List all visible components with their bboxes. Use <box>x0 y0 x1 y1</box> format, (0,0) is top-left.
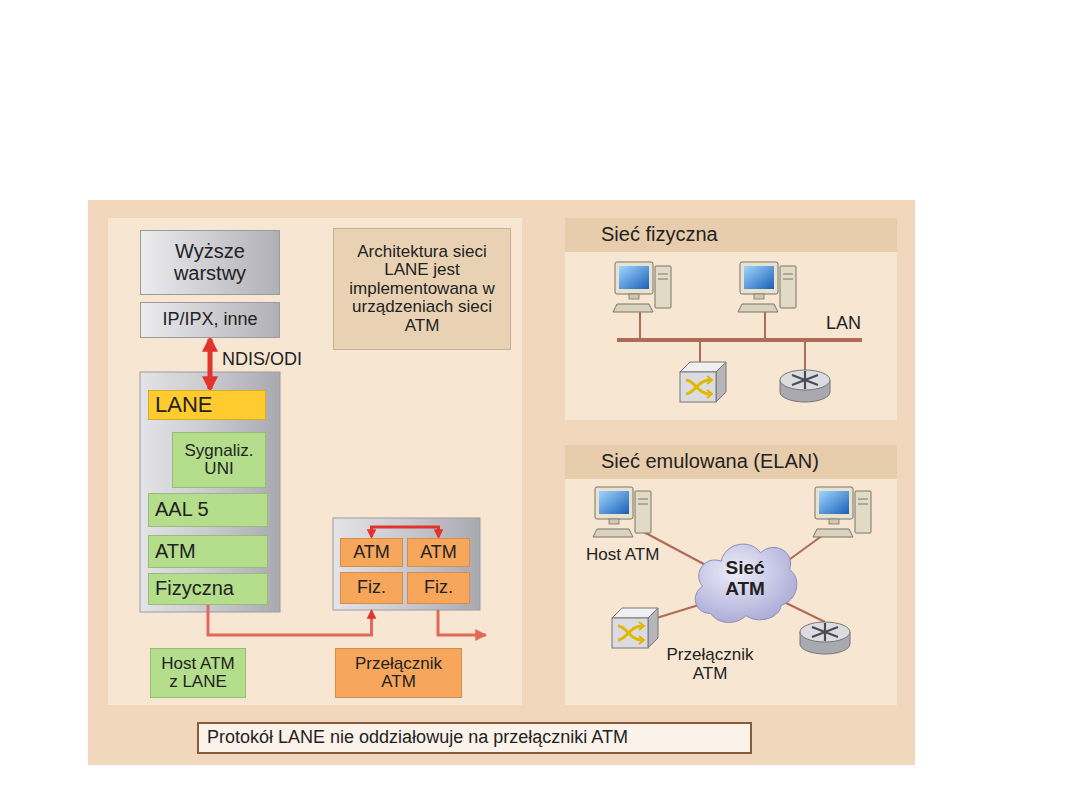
interface-label: NDIS/ODI <box>222 350 302 370</box>
atm-cloud: Sieć ATM <box>688 532 802 626</box>
box-text: ATM <box>155 541 261 563</box>
box-text: Przełącznik ATM <box>342 655 455 692</box>
drop-line <box>764 312 766 340</box>
box-text: Host ATM z LANE <box>157 655 239 692</box>
network-label: LAN <box>826 314 876 334</box>
layer-box: ATM <box>148 535 268 568</box>
lan-bus <box>617 338 862 342</box>
layer-box: Fizyczna <box>148 573 268 605</box>
lane-layer: LANE <box>148 390 266 420</box>
signalling-layer: Sygnaliz. UNI <box>172 432 266 488</box>
caption-box: Protokół LANE nie oddziałowuje na przełą… <box>197 722 752 754</box>
switch-stack-box <box>333 518 480 610</box>
drop-line <box>639 312 641 340</box>
cloud-label: Sieć ATM <box>704 558 786 599</box>
switch-layer: Fiz. <box>407 572 470 604</box>
box-text: Fizyczna <box>155 578 261 600</box>
router-icon <box>780 370 830 402</box>
note-box: Architektura sieci LANE jest implementow… <box>333 228 511 350</box>
computer-icon <box>738 262 796 312</box>
switch-layer: Fiz. <box>340 572 403 604</box>
box-text: Fiz. <box>414 578 463 597</box>
drop-line <box>804 340 806 372</box>
box-text: Architektura sieci LANE jest implementow… <box>340 243 504 335</box>
box-text: Sygnaliz. UNI <box>179 442 259 479</box>
box-text: ATM <box>414 543 463 562</box>
box-text: LANE <box>155 393 259 417</box>
switch-icon <box>680 362 726 402</box>
switch-layer: ATM <box>340 538 403 567</box>
host-stack-box <box>140 372 280 612</box>
connector-arrow <box>372 527 439 537</box>
box-text: AAL 5 <box>155 499 261 521</box>
panel-heading: Sieć fizyczna <box>565 218 897 252</box>
box-text: Wyższe warstwy <box>147 241 273 284</box>
connector-arrow <box>208 605 372 635</box>
switch-layer: ATM <box>407 538 470 567</box>
layer-box: Wyższe warstwy <box>140 230 280 295</box>
computer-icon <box>613 262 671 312</box>
outgoing-line <box>438 610 486 635</box>
connector-arrow <box>208 339 213 389</box>
box-text: Fiz. <box>347 578 396 597</box>
outer-panel <box>88 200 915 765</box>
network-label: Host ATM <box>586 546 676 565</box>
elan-panel-ground <box>565 445 897 705</box>
router-icon <box>800 622 850 654</box>
network-panel: Sieć ATM Sieć emulowana (ELAN) <box>565 445 897 705</box>
device-label-box: Przełącznik ATM <box>335 648 462 698</box>
cloud-shape <box>695 544 797 622</box>
layer-box: AAL 5 <box>148 493 268 527</box>
switch-icon <box>612 608 658 648</box>
physical-panel-ground <box>565 218 897 420</box>
computer-icon <box>813 487 871 537</box>
computer-icon <box>593 487 651 537</box>
box-text: IP/IPX, inne <box>147 310 273 329</box>
network-label: Przełącznik ATM <box>662 646 758 683</box>
panel-heading: Sieć emulowana (ELAN) <box>565 445 897 479</box>
device-label-box: Host ATM z LANE <box>150 648 246 698</box>
architecture-panel <box>108 218 522 705</box>
box-text: ATM <box>347 543 396 562</box>
layer-box: IP/IPX, inne <box>140 302 280 338</box>
